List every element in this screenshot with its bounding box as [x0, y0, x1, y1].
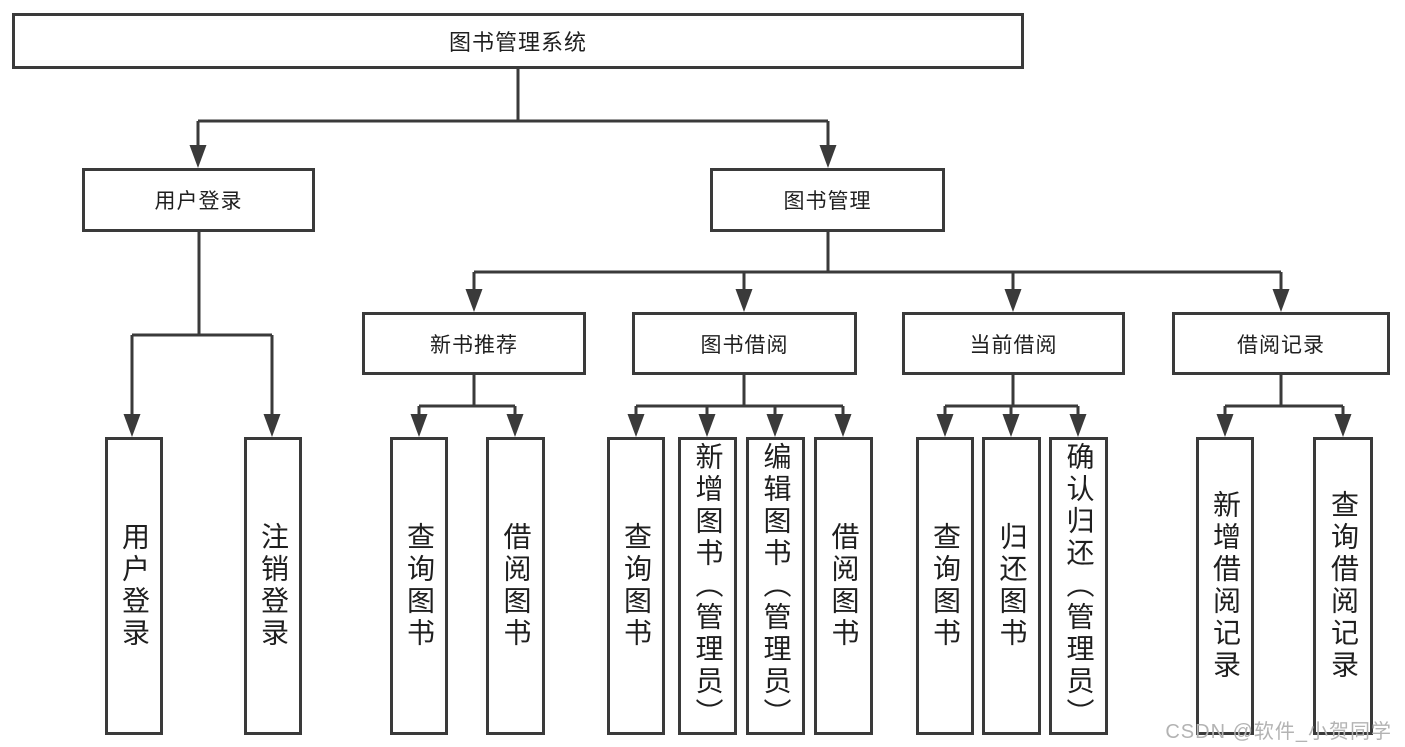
- leaf-add-borrow-record: 新增借阅记录: [1196, 437, 1254, 735]
- connector-current-borrowing-children: [943, 375, 1080, 416]
- arrow-down-icon: [1002, 414, 1020, 437]
- leaf-user-login: 用户登录: [105, 437, 163, 735]
- node-label: 确认归还（管理员）: [1063, 442, 1095, 730]
- connector-user-login-children: [130, 232, 274, 416]
- arrow-down-icon: [189, 145, 207, 168]
- leaf-query-books-recommend: 查询图书: [390, 437, 448, 735]
- connector-new-book-recommend-children: [417, 375, 517, 416]
- node-root-system: 图书管理系统: [12, 13, 1024, 69]
- node-label: 查询图书: [930, 522, 961, 650]
- arrow-down-icon: [465, 289, 483, 312]
- arrow-down-icon: [1216, 414, 1234, 437]
- node-label: 新增借阅记录: [1210, 490, 1241, 682]
- leaf-add-book-admin: 新增图书（管理员）: [678, 437, 737, 735]
- node-label: 查询图书: [621, 522, 652, 650]
- leaf-edit-book-admin: 编辑图书（管理员）: [746, 437, 805, 735]
- node-label: 查询借阅记录: [1328, 490, 1359, 682]
- node-label: 借阅图书: [500, 522, 532, 650]
- node-label: 图书管理: [783, 190, 872, 213]
- node-label: 归还图书: [996, 522, 1028, 650]
- arrow-down-icon: [936, 414, 954, 437]
- connector-book-management-children: [472, 232, 1283, 294]
- node-label: 查询图书: [404, 522, 435, 650]
- arrow-down-icon: [766, 414, 784, 437]
- arrow-down-icon: [263, 414, 281, 437]
- arrow-down-icon: [834, 414, 852, 437]
- arrow-down-icon: [1004, 289, 1022, 312]
- watermark: CSDN @软件_小贺同学: [1165, 721, 1392, 743]
- node-borrowing-records: 借阅记录: [1172, 312, 1390, 375]
- node-label: 新增图书（管理员）: [692, 442, 724, 730]
- connector-book-borrowing-children: [634, 375, 845, 416]
- connector-borrowing-records-children: [1223, 375, 1345, 416]
- node-label: 借阅记录: [1237, 333, 1325, 357]
- node-label: 借阅图书: [828, 522, 860, 650]
- arrow-down-icon: [627, 414, 645, 437]
- leaf-return-books: 归还图书: [982, 437, 1041, 735]
- arrow-down-icon: [1069, 414, 1087, 437]
- node-book-management: 图书管理: [710, 168, 945, 232]
- node-current-borrowing: 当前借阅: [902, 312, 1125, 375]
- leaf-query-books-borrowing: 查询图书: [607, 437, 665, 735]
- arrow-down-icon: [1334, 414, 1352, 437]
- leaf-borrow-books-borrowing: 借阅图书: [814, 437, 873, 735]
- leaf-borrow-books-recommend: 借阅图书: [486, 437, 545, 735]
- node-new-book-recommend: 新书推荐: [362, 312, 586, 375]
- arrow-down-icon: [698, 414, 716, 437]
- arrow-down-icon: [506, 414, 524, 437]
- node-label: 新书推荐: [430, 333, 518, 357]
- node-book-borrowing: 图书借阅: [632, 312, 857, 375]
- node-label: 编辑图书（管理员）: [760, 442, 792, 730]
- node-user-login: 用户登录: [82, 168, 315, 232]
- node-label: 注销登录: [258, 522, 289, 650]
- arrow-down-icon: [410, 414, 428, 437]
- arrow-down-icon: [735, 289, 753, 312]
- connector-root-to-level2: [196, 69, 830, 150]
- node-label: 图书管理系统: [448, 30, 587, 55]
- arrow-down-icon: [123, 414, 141, 437]
- node-label: 当前借阅: [969, 333, 1058, 357]
- arrow-down-icon: [819, 145, 837, 168]
- node-label: 用户登录: [154, 190, 243, 213]
- leaf-query-borrow-record: 查询借阅记录: [1313, 437, 1373, 735]
- arrow-down-icon: [1272, 289, 1290, 312]
- leaf-confirm-return-admin: 确认归还（管理员）: [1049, 437, 1108, 735]
- node-label: 图书借阅: [700, 333, 789, 357]
- node-label: 用户登录: [119, 522, 150, 650]
- leaf-query-books-current: 查询图书: [916, 437, 974, 735]
- leaf-logout: 注销登录: [244, 437, 302, 735]
